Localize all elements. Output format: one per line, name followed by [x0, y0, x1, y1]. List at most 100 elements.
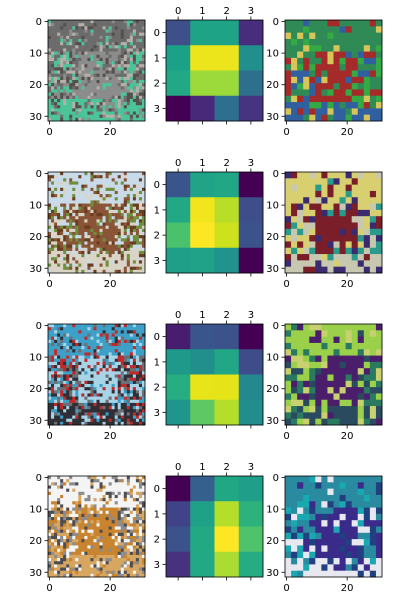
overlay-image-pixel: [351, 235, 359, 242]
input-image-pixel: [111, 67, 116, 71]
input-image-pixel: [90, 67, 94, 71]
input-image-pixel: [123, 339, 128, 344]
input-image-pixel: [63, 513, 67, 518]
input-image-pixel: [66, 504, 70, 508]
input-image-pixel: [81, 421, 85, 426]
input-image-pixel: [114, 45, 119, 49]
y-tick-label: 0: [154, 180, 160, 191]
input-image-pixel: [99, 520, 103, 524]
overlay-image-pixel: [351, 266, 359, 274]
input-image-pixel: [96, 213, 100, 217]
input-image-pixel: [120, 412, 125, 416]
input-image-pixel: [93, 390, 97, 394]
input-image-pixel: [105, 228, 110, 233]
input-image-pixel: [126, 92, 131, 97]
overlay-image-pixel: [309, 374, 316, 382]
overlay-image-pixel: [357, 45, 365, 52]
overlay-image-pixel: [375, 387, 383, 394]
axes-frame: [47, 19, 146, 122]
input-image-pixel: [129, 206, 134, 211]
overlay-image-pixel: [345, 266, 353, 274]
input-image-pixel: [123, 355, 128, 360]
input-image-pixel: [69, 23, 73, 27]
input-image-pixel: [111, 558, 116, 562]
input-image-pixel: [141, 45, 146, 49]
input-image-pixel: [129, 42, 134, 46]
overlay-image-pixel: [369, 247, 377, 255]
input-image-pixel: [57, 197, 61, 201]
overlay-image-pixel: [327, 260, 334, 268]
input-image-pixel: [75, 222, 79, 227]
input-image-pixel: [114, 539, 119, 543]
overlay-image-pixel: [333, 247, 340, 255]
overlay-image-pixel: [339, 32, 347, 40]
input-image-pixel: [108, 67, 113, 71]
input-image-pixel: [135, 213, 140, 217]
input-image-pixel: [120, 98, 125, 103]
overlay-image-pixel: [327, 70, 334, 78]
input-image-pixel: [126, 380, 131, 385]
input-image-pixel: [81, 330, 85, 334]
input-image-pixel: [117, 105, 122, 109]
input-image-pixel: [48, 35, 52, 40]
overlay-image-pixel: [339, 399, 347, 407]
overlay-image-pixel: [375, 83, 383, 90]
input-image-pixel: [111, 393, 116, 397]
input-image-pixel: [93, 209, 97, 214]
input-image-pixel: [48, 371, 52, 375]
input-image-pixel: [105, 222, 110, 227]
overlay-image-pixel: [375, 349, 383, 356]
input-image-pixel: [114, 67, 119, 71]
input-image-pixel: [90, 203, 94, 208]
input-image-pixel: [60, 254, 64, 258]
overlay-image-pixel: [375, 368, 383, 375]
overlay-image-pixel: [363, 368, 371, 375]
input-image-pixel: [111, 197, 116, 201]
input-image-pixel: [72, 542, 76, 546]
overlay-image-pixel: [351, 108, 359, 116]
overlay-image-pixel: [333, 64, 340, 71]
input-image-pixel: [66, 532, 70, 537]
input-image-pixel: [126, 98, 131, 103]
input-image-pixel: [63, 346, 67, 350]
input-image-pixel: [84, 396, 88, 401]
input-image-pixel: [135, 523, 140, 527]
input-image-pixel: [102, 83, 106, 87]
input-image-pixel: [51, 95, 55, 100]
input-image-pixel: [99, 355, 103, 360]
input-image-pixel: [69, 371, 73, 375]
input-image-pixel: [69, 365, 73, 369]
input-image-pixel: [102, 98, 106, 103]
input-image-pixel: [120, 111, 125, 116]
input-image-pixel: [111, 250, 116, 255]
input-image-pixel: [111, 225, 116, 230]
input-image-pixel: [81, 532, 85, 537]
input-image-pixel: [141, 361, 146, 366]
input-image-pixel: [51, 409, 55, 413]
input-image-pixel: [84, 520, 88, 524]
input-image-pixel: [111, 105, 116, 109]
input-image-pixel: [60, 51, 64, 56]
input-image-pixel: [84, 383, 88, 388]
overlay-image-pixel: [345, 108, 353, 116]
heatmap-cell: [166, 374, 191, 401]
input-image-pixel: [99, 482, 103, 486]
input-image-pixel: [84, 418, 88, 423]
input-image-pixel: [60, 269, 64, 274]
overlay-image-pixel: [303, 114, 310, 122]
input-image-pixel: [138, 542, 143, 546]
input-image-pixel: [99, 247, 103, 252]
input-image-pixel: [72, 498, 76, 502]
input-image-pixel: [111, 247, 116, 252]
input-image-pixel: [114, 355, 119, 360]
input-image-pixel: [78, 488, 82, 493]
input-image-pixel: [54, 564, 58, 568]
input-image-pixel: [81, 479, 85, 483]
input-image-pixel: [141, 399, 146, 404]
input-image-pixel: [84, 352, 88, 356]
input-image-pixel: [96, 48, 100, 52]
input-image-pixel: [117, 222, 122, 227]
input-image-pixel: [102, 181, 106, 186]
overlay-image-pixel: [351, 89, 359, 97]
